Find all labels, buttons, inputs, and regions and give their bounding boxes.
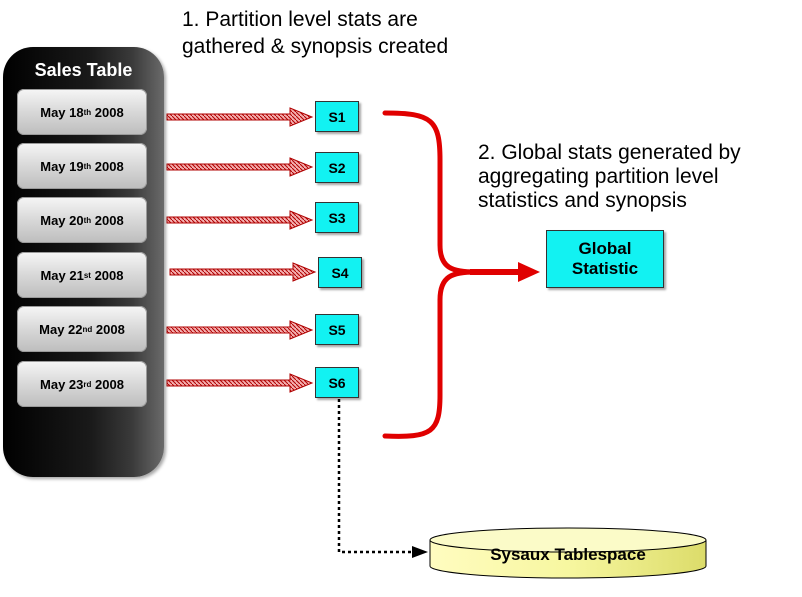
global-statistic-line2: Statistic bbox=[571, 259, 639, 278]
sysaux-connector bbox=[337, 399, 412, 554]
sysaux-tablespace-label: Sysaux Tablespace bbox=[490, 545, 646, 564]
arrow-s5 bbox=[166, 320, 314, 340]
step1-caption: 1. Partition level stats are gathered & … bbox=[182, 8, 449, 58]
partition-date-suffix: st bbox=[83, 270, 91, 280]
synopsis-s4: S4 bbox=[318, 257, 362, 288]
partition-year: 2008 bbox=[91, 158, 124, 174]
partition-date: May 22 bbox=[39, 321, 83, 337]
partition-date-suffix: nd bbox=[82, 324, 93, 334]
step2-caption: 2. Global stats generated by aggregating… bbox=[478, 141, 741, 212]
partition-date-suffix: rd bbox=[83, 379, 92, 389]
partition-date: May 21 bbox=[40, 267, 84, 283]
partition-year: 2008 bbox=[92, 321, 125, 337]
partition-year: 2008 bbox=[91, 212, 124, 228]
global-arrow-head bbox=[518, 262, 540, 282]
synopsis-s1: S1 bbox=[315, 101, 359, 132]
arrow-s6 bbox=[166, 373, 314, 393]
partition-date: May 23 bbox=[40, 376, 84, 392]
partition-year: 2008 bbox=[91, 376, 124, 392]
synopsis-s5: S5 bbox=[315, 314, 359, 345]
aggregation-brace bbox=[382, 110, 479, 439]
arrow-s4 bbox=[169, 262, 317, 282]
partition-arrows bbox=[166, 107, 317, 393]
partition-date-suffix: th bbox=[83, 215, 92, 225]
partition-year: 2008 bbox=[90, 267, 124, 283]
global-statistic-line1: Global bbox=[578, 239, 632, 258]
partition-date: May 19 bbox=[40, 158, 84, 174]
global-statistic-box: Global Statistic bbox=[546, 230, 664, 288]
sysaux-cylinder bbox=[429, 527, 707, 579]
sales-table-title: Sales Table bbox=[34, 60, 133, 80]
synopsis-s3: S3 bbox=[315, 202, 359, 233]
arrow-s2 bbox=[166, 157, 314, 177]
synopsis-s6: S6 bbox=[315, 367, 359, 398]
arrow-s3 bbox=[166, 210, 314, 230]
arrow-s1 bbox=[166, 107, 314, 127]
sysaux-arrow-head bbox=[412, 546, 428, 558]
partition-date: May 20 bbox=[40, 212, 84, 228]
partition-year: 2008 bbox=[91, 104, 124, 120]
partition-date-suffix: th bbox=[83, 161, 92, 171]
partition-date-suffix: th bbox=[83, 107, 92, 117]
synopsis-s2: S2 bbox=[315, 152, 359, 183]
partition-date: May 18 bbox=[40, 104, 84, 120]
